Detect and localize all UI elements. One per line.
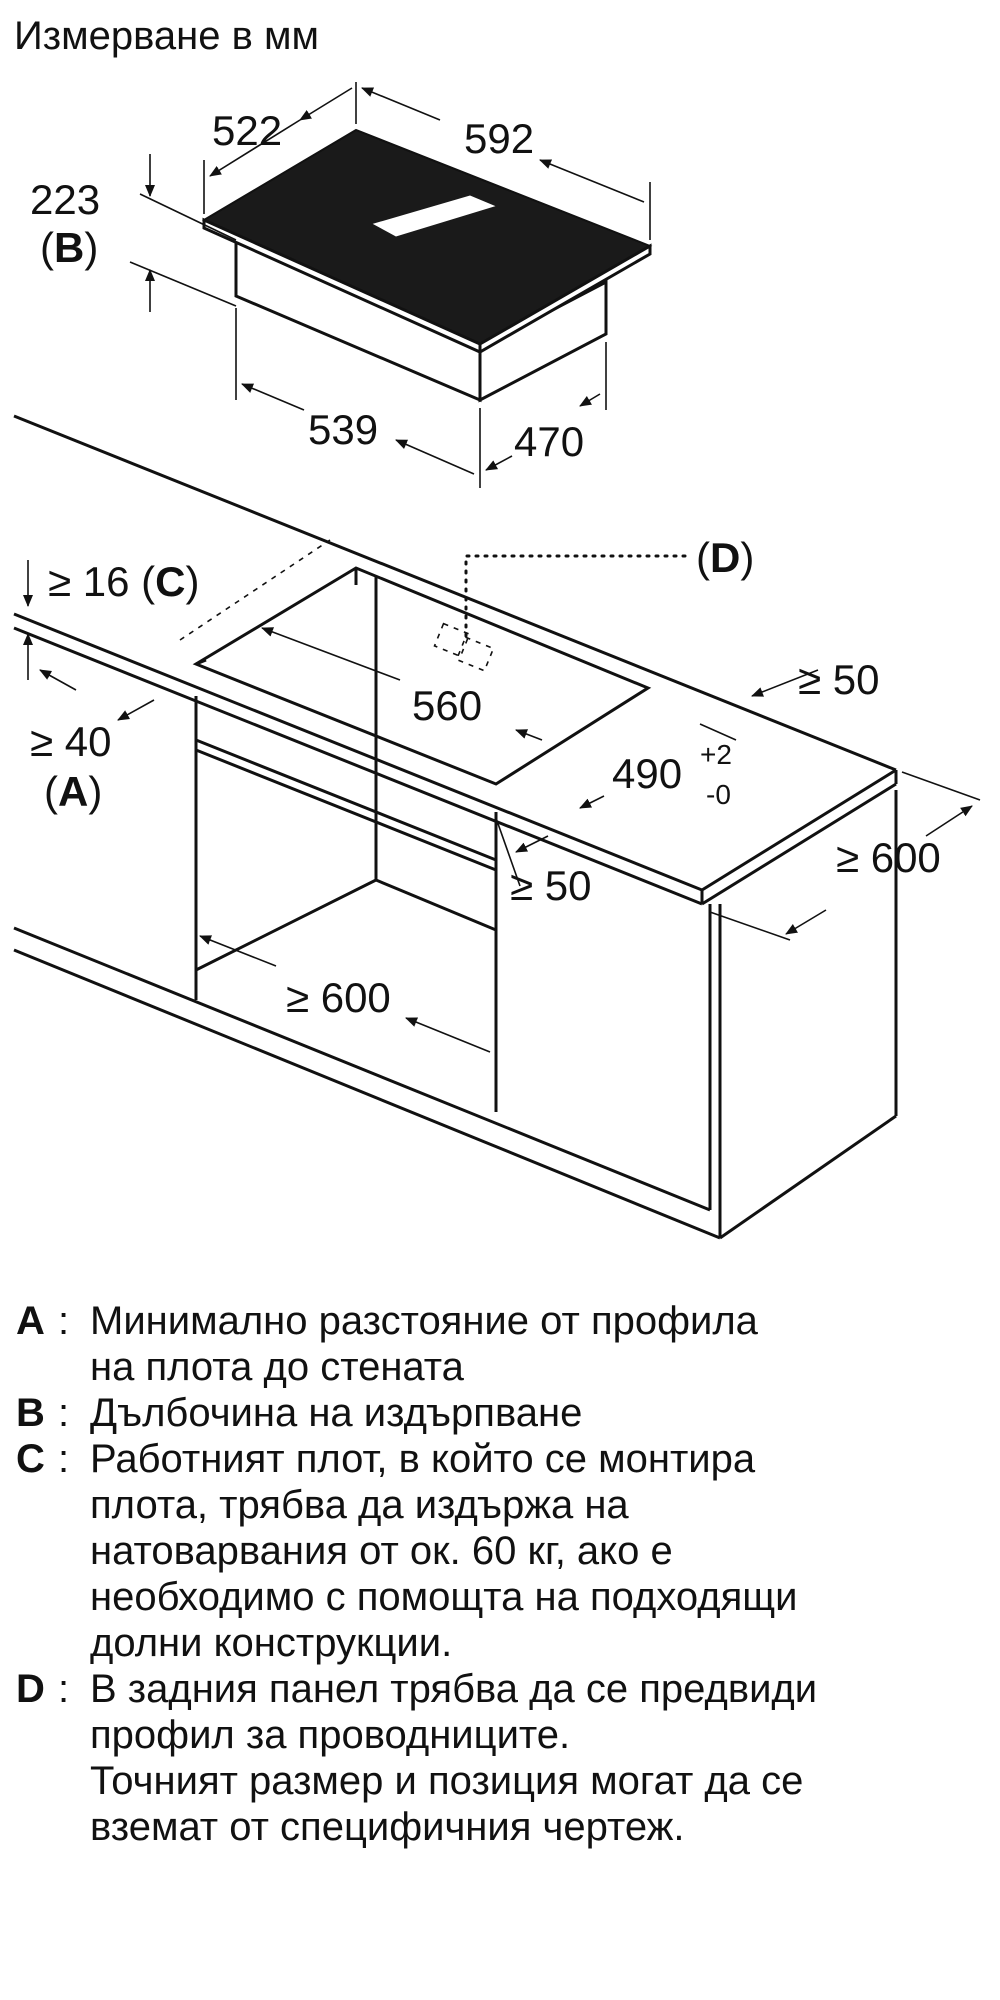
dim-front-gap: ≥ 50 [510,862,591,909]
legend-item-d: D : В задния панел трябва да се предвиди… [16,1666,991,1850]
dim-hob-depth: 522 [212,107,282,154]
legend-colon: : [58,1667,70,1711]
dim-worktop-depth: ≥ 600 [836,834,941,881]
legend: A : Минимално разстояние от профила на п… [16,1298,991,1850]
worktop-cutout [192,566,652,786]
hob-dimensions [129,82,651,488]
plinth-top [13,926,711,1212]
installation-dimensions [23,560,981,1053]
legend-colon: : [58,1299,70,1343]
legend-letter: A [16,1299,45,1343]
dim-cutout-depth: 490 [612,750,682,797]
dim-hob-height: 223 [30,176,100,223]
legend-text: Дълбочина на издърпване [90,1391,583,1435]
dim-cabinet-width: ≥ 600 [286,974,391,1021]
ref-d: D [710,534,740,581]
dim-side-distance: ≥ 50 [798,656,879,703]
worktop-installation [13,414,898,1240]
cable-channel [433,622,471,658]
dim-wall-distance: ≥ 16 (C) [48,558,199,605]
legend-letter: D [16,1667,45,1711]
legend-item-c: C : Работният плот, в който се монтира п… [16,1436,991,1666]
legend-item-b: B : Дълбочина на издърпване [16,1390,991,1436]
dim-wall-distance-value: ≥ 16 [48,558,129,605]
dim-front-distance-ref: (A) [44,768,102,815]
dim-hob-width: 592 [464,115,534,162]
cabinet-inner-corner [195,878,377,972]
dim-body-depth: 470 [514,418,584,465]
dim-body-width: 539 [308,406,378,453]
legend-item-a: A : Минимално разстояние от профила на п… [16,1298,991,1390]
legend-text: В задния панел трябва да се предвиди про… [90,1667,818,1849]
downdraft-vent [372,195,496,237]
back-wall-line [13,414,897,772]
cabinet-shelf [195,738,497,862]
ref-a: A [58,768,88,815]
dim-front-distance: ≥ 40 [30,718,111,765]
dim-cutout-width: 560 [412,682,482,729]
plinth-bottom [13,948,721,1240]
ref-c: C [155,558,185,605]
legend-text: Работният плот, в който се монтира плота… [90,1437,798,1665]
hob-unit [201,128,653,403]
ref-b: B [54,224,84,271]
legend-letter: B [16,1391,45,1435]
dim-hob-height-ref: (B) [40,224,98,271]
worktop-front-edge [13,612,703,892]
legend-colon: : [58,1437,70,1481]
legend-letter: C [16,1437,45,1481]
dim-cutout-tol-minus: -0 [706,779,731,810]
dim-cutout-tol-plus: +2 [700,739,732,770]
installation-diagram: 522 592 223 (B) 539 470 [13,82,981,1240]
detail-d-label: (D) [696,534,754,581]
page-heading: Измерване в мм [14,14,319,58]
legend-colon: : [58,1391,70,1435]
detail-d-leader [464,554,692,638]
legend-text: Минимално разстояние от профила на плота… [90,1299,758,1389]
